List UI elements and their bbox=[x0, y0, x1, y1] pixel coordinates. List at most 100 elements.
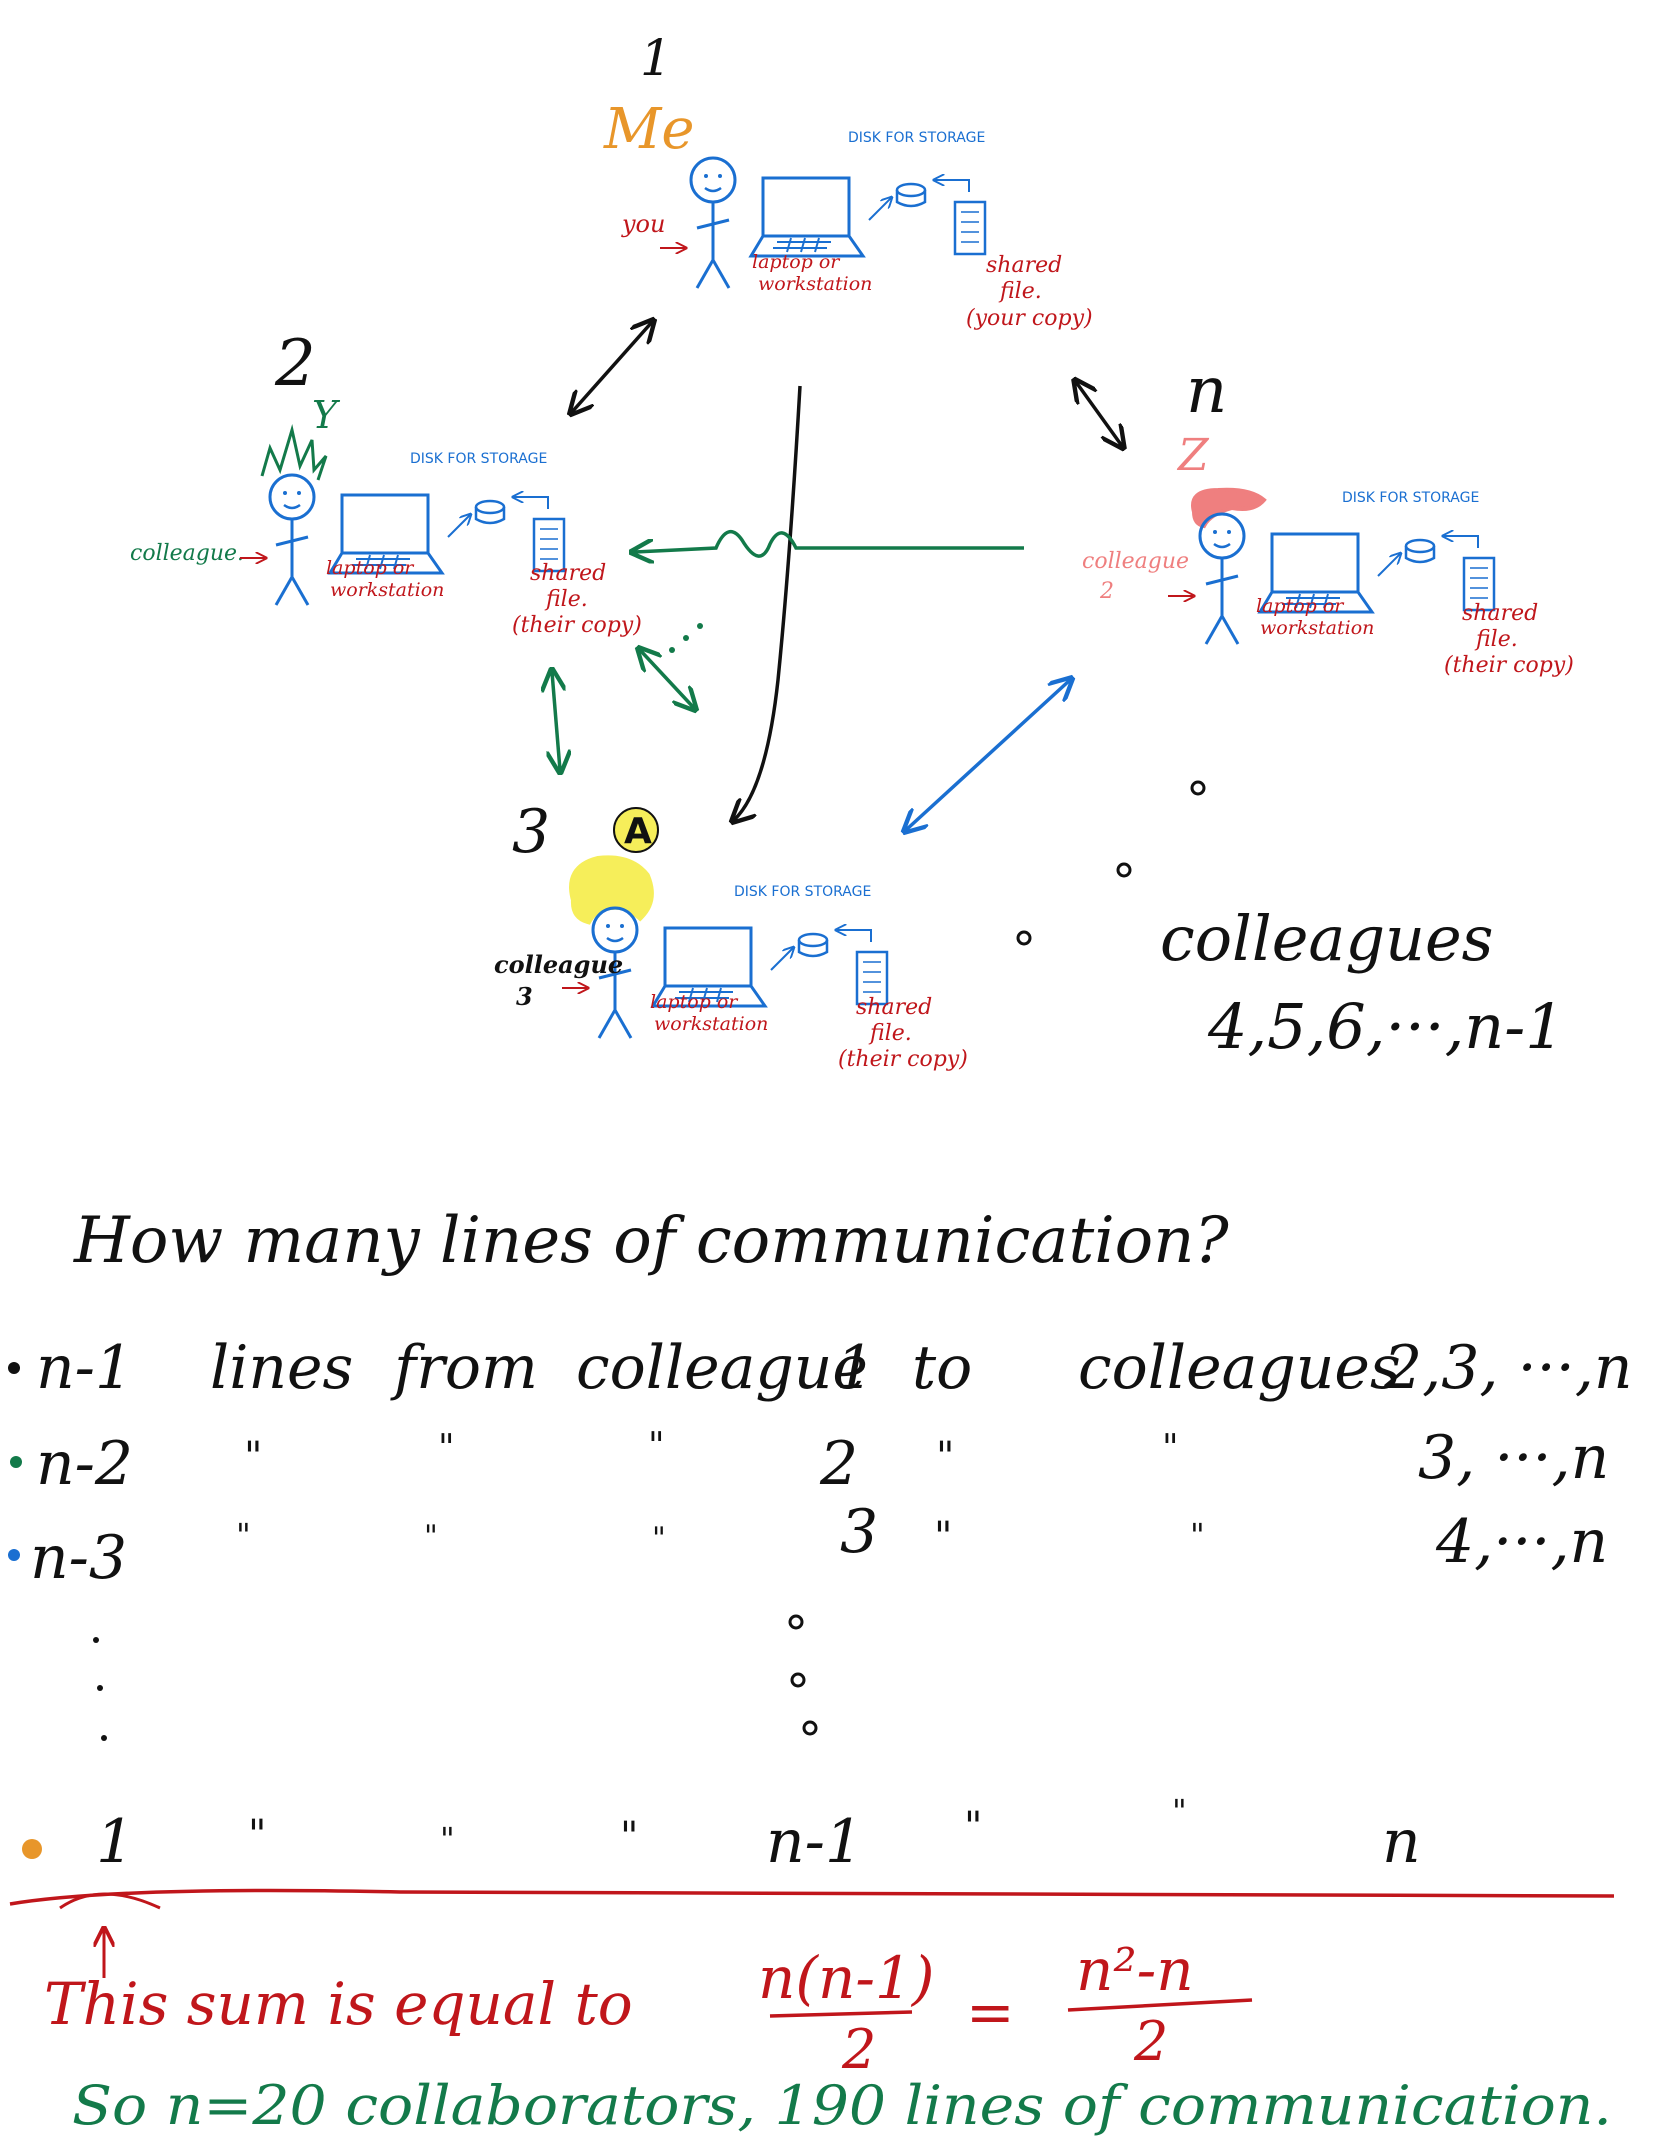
row1-colleague: colleague bbox=[576, 1333, 868, 1403]
noden-file-line1: shared bbox=[1462, 601, 1538, 626]
row3-c1: " bbox=[236, 1516, 251, 1554]
row4-c6: " bbox=[1172, 1792, 1187, 1830]
conclusion: So n=20 collaborators, 190 lines of comm… bbox=[72, 2074, 1612, 2137]
row4-bullet bbox=[22, 1839, 42, 1859]
row1-colleagues: colleagues bbox=[1078, 1333, 1401, 1403]
node1-letter: Me bbox=[603, 97, 694, 162]
row4-index: n-1 bbox=[766, 1807, 863, 1877]
node1-device-line2: workstation bbox=[758, 273, 872, 295]
row3-count: n-3 bbox=[30, 1523, 127, 1593]
noden-device-line1: laptop or bbox=[1256, 595, 1345, 617]
sum-text: This sum is equal to bbox=[44, 1970, 633, 2038]
row4-c5: " bbox=[964, 1804, 982, 1850]
row3-c3: " bbox=[652, 1521, 666, 1556]
arrow-c2-c3 bbox=[552, 672, 560, 770]
node1-file-line2: file. bbox=[998, 279, 1042, 304]
row3-index: 3 bbox=[840, 1497, 878, 1567]
row1-to: to bbox=[912, 1333, 972, 1403]
node2-number: 2 bbox=[274, 327, 316, 401]
arrow-me-c2 bbox=[572, 322, 652, 412]
row2-bullet bbox=[10, 1456, 22, 1468]
row3-c5: " bbox=[934, 1514, 952, 1560]
arrow-c3-cn bbox=[906, 680, 1070, 830]
noden-hair bbox=[1191, 487, 1267, 529]
node3-file-line3: (their copy) bbox=[838, 1047, 968, 1072]
node2-device-line2: workstation bbox=[330, 579, 444, 601]
c2-continuation-dots bbox=[669, 623, 703, 653]
other-colleagues-label: colleagues bbox=[1160, 902, 1494, 975]
node2-file-line3: (their copy) bbox=[512, 613, 642, 638]
node2-letter: Y bbox=[312, 393, 341, 437]
arrow-cn-c2 bbox=[634, 530, 1024, 556]
noden-number: n bbox=[1186, 354, 1227, 428]
formula2-denominator: 2 bbox=[1133, 2010, 1168, 2073]
formula1-numerator: n(n-1) bbox=[758, 1944, 934, 2012]
node3-file-line1: shared bbox=[856, 995, 932, 1020]
row1-index: 1 bbox=[836, 1333, 874, 1403]
node3-hair bbox=[569, 855, 654, 925]
node3-number: 3 bbox=[512, 797, 550, 867]
formula2-bar bbox=[1067, 1998, 1253, 2012]
row2-c6: " bbox=[1162, 1428, 1179, 1469]
row4-target: n bbox=[1382, 1807, 1421, 1877]
table-row: n-3 " " " 3 " " 4,···,n bbox=[30, 1497, 1608, 1593]
node2-file-line2: file. bbox=[544, 587, 588, 612]
sum-brace bbox=[59, 1892, 161, 1910]
row2-c3: " bbox=[648, 1426, 665, 1467]
node3-disk-label: DISK FOR STORAGE bbox=[734, 884, 871, 900]
node1-disk-label: DISK FOR STORAGE bbox=[848, 130, 985, 146]
noden-device-line2: workstation bbox=[1260, 617, 1374, 639]
node2-hair bbox=[260, 424, 328, 481]
node3-letter-badge bbox=[613, 807, 659, 853]
other-colleagues-range: 4,5,6,···,n-1 bbox=[1207, 990, 1565, 1063]
row4-c1: " bbox=[248, 1812, 266, 1858]
node3-file-line2: file. bbox=[868, 1021, 912, 1046]
row2-c1: " bbox=[244, 1434, 262, 1480]
noden-person-line2: 2 bbox=[1099, 579, 1114, 604]
node1-person-label: you bbox=[621, 210, 665, 238]
row1-bullet bbox=[8, 1362, 20, 1374]
row-ellipsis-middle bbox=[788, 1614, 818, 1736]
noden-file-line2: file. bbox=[1474, 627, 1518, 652]
row1-target: 2,3, ···,n bbox=[1383, 1333, 1633, 1403]
node2-person-label: colleague. bbox=[130, 541, 244, 566]
node1-file-line1: shared bbox=[986, 253, 1062, 278]
formula1-denominator: 2 bbox=[841, 2018, 876, 2081]
row2-count: n-2 bbox=[36, 1429, 133, 1499]
row3-c6: " bbox=[1190, 1516, 1205, 1554]
row2-index: 2 bbox=[819, 1429, 858, 1499]
node3-device-line2: workstation bbox=[654, 1013, 768, 1035]
noden-file-line3: (their copy) bbox=[1444, 653, 1574, 678]
arrow-me-cn bbox=[1076, 382, 1122, 446]
node1-device-line1: laptop or bbox=[752, 251, 841, 273]
row4-c2: " bbox=[440, 1820, 455, 1858]
row1-count: n-1 bbox=[36, 1333, 133, 1403]
node3-person-line2: 3 bbox=[516, 982, 533, 1011]
row4-count: 1 bbox=[96, 1807, 134, 1877]
row-ellipsis-left bbox=[93, 1637, 107, 1741]
table-row: n-2 " " " 2 " " 3, ···,n bbox=[36, 1423, 1609, 1499]
table-row: 1 " " " n-1 " " n bbox=[96, 1792, 1421, 1877]
row1-lines: lines bbox=[210, 1333, 353, 1403]
node2-file-line1: shared bbox=[530, 561, 606, 586]
noden-disk-label: DISK FOR STORAGE bbox=[1342, 490, 1479, 506]
node1-number: 1 bbox=[640, 29, 672, 87]
other-colleagues-dots bbox=[1016, 780, 1206, 946]
row4-c3: " bbox=[620, 1814, 638, 1860]
node2-disk-label: DISK FOR STORAGE bbox=[410, 451, 547, 467]
noden-letter: Z bbox=[1176, 430, 1210, 481]
node3-person-line1: colleague bbox=[494, 950, 623, 979]
row1-from: from bbox=[390, 1333, 538, 1403]
row2-target: 3, ···,n bbox=[1418, 1423, 1609, 1493]
sum-line bbox=[9, 1888, 1615, 1906]
noden-person-line1: colleague bbox=[1082, 549, 1189, 574]
formula1-bar bbox=[769, 2010, 913, 2018]
row2-c5: " bbox=[936, 1434, 954, 1480]
node3-device-line1: laptop or bbox=[650, 991, 739, 1013]
arrow-me-c3 bbox=[734, 385, 802, 820]
row3-bullet bbox=[8, 1549, 20, 1561]
equals-sign: = bbox=[966, 1978, 1015, 2046]
arrow-c2-others bbox=[640, 650, 694, 708]
row3-target: 4,···,n bbox=[1435, 1507, 1608, 1577]
